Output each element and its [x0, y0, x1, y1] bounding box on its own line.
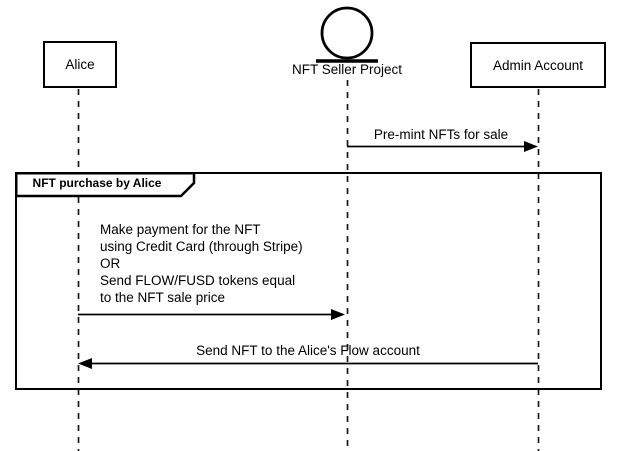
frame-label-pentagon-shape	[15, 172, 196, 198]
participant-alice-label: Alice	[65, 57, 95, 72]
frame-label: NFT purchase by Alice	[32, 176, 162, 190]
entity-symbol-nft-seller-project	[316, 6, 378, 63]
participant-alice: Alice	[43, 41, 117, 88]
arrowhead-right-premint	[524, 141, 538, 152]
participant-nft-seller-project-label: NFT Seller Project	[291, 62, 403, 77]
message-label-payment: Make payment for the NFT using Credit Ca…	[100, 222, 303, 305]
participant-admin-account-label: Admin Account	[492, 57, 584, 73]
arrowhead-right-payment	[331, 309, 345, 320]
participant-admin-account: Admin Account	[470, 42, 606, 88]
message-label-premint: Pre-mint NFTs for sale	[373, 127, 509, 142]
frame-label-pentagon	[15, 172, 196, 198]
arrowhead-left-send-nft	[78, 358, 92, 369]
message-label-send-nft: Send NFT to the Alice's Flow account	[196, 343, 420, 358]
frame-nft-purchase	[15, 172, 602, 390]
entity-circle-icon	[320, 6, 374, 60]
